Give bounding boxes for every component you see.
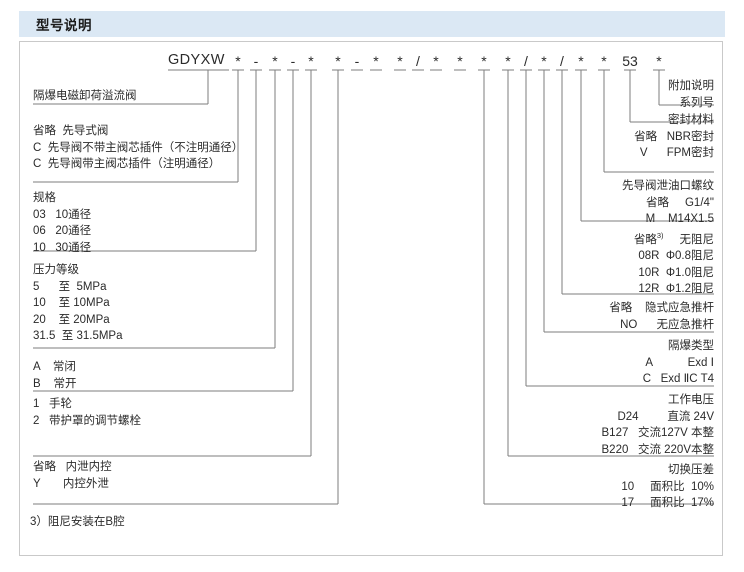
model-code-token: * [578,53,584,69]
group-adjust-type: 1 手轮 2 带护罩的调节螺栓 [33,396,141,429]
group-explosion-proof-type: 隔爆类型 A Exd Ⅰ C Exd ⅡC T4 [643,338,714,388]
model-code-prefix: GDYXW [168,52,225,68]
seal-material-line: V FPM密封 [639,147,714,159]
pilot-type-line: C 先导阀带主阀芯插件（注明通径） [33,158,221,170]
adjust-type-line: 1 手轮 [33,398,72,410]
pressure-rating-line: 压力等级 [33,264,79,276]
group-working-voltage: 工作电压 D24 直流 24V B127 交流127V 本整 B220 交流 220V… [602,392,715,458]
pilot-type-line: 省略 先导式阀 [33,125,109,137]
pressure-rating-line: 5 至 5MPa [33,280,107,293]
working-voltage-line: D24 直流 24V [617,410,714,423]
model-code-token: / [524,53,528,69]
model-code-token: * [335,53,341,69]
product-name-line: 隔爆电磁卸荷溢流阀 [33,90,137,102]
footnote-text: 3）阻尼安装在B腔 [30,516,125,528]
size-spec-line: 规格 [33,192,56,204]
group-additional-note: 附加说明 [668,78,714,95]
working-voltage-line: B127 交流127V 本整 [601,427,715,439]
model-code-token: - [290,53,296,69]
size-spec-line: 06 20通径 [33,225,92,237]
model-code-token: * [601,53,607,69]
explosion-proof-type-line: 隔爆类型 [668,340,714,352]
group-damping-orifice: 省略3) 无阻尼 08R Φ0.8阻尼 10R Φ1.0阻尼 12R Φ1.2阻尼 [634,228,714,298]
normally-state-line: B 常开 [33,377,77,390]
group-normally-state: A 常闭 B 常开 [33,359,76,392]
pressure-rating-line: 31.5 至 31.5MPa [33,330,123,342]
pressure-rating-line: 10 至 10MPa [33,297,110,309]
group-seal-material: 密封材料省略 NBR密封 V FPM密封 [634,112,714,162]
group-size-spec: 规格 03 10通径 06 20通径 10 30通径 [33,190,91,256]
adjust-type-line: 2 带护罩的调节螺栓 [33,414,141,427]
working-voltage-line: 工作电压 [668,394,714,406]
model-code-token: - [354,53,360,69]
pressure-rating-line: 20 至 20MPa [33,313,110,326]
model-code-token: * [457,53,463,69]
working-voltage-line: B220 交流 220V本整 [601,443,715,456]
seal-material-line: 密封材料 [668,114,714,126]
normally-state-line: A 常闭 [33,361,76,373]
model-code-token: * [272,53,278,69]
group-switch-pressure-diff: 切换压差 10 面积比 10% 17 面积比 17% [621,462,714,512]
group-emergency-pushrod: 省略 隐式应急推杆 NO 无应急推杆 [609,300,714,333]
group-product-name: 隔爆电磁卸荷溢流阀 [33,88,137,105]
emergency-pushrod-line: NO 无应急推杆 [620,318,714,331]
model-code-token: * [308,53,314,69]
group-pilot-drain-thread: 先导阀泄油口螺纹省略 G1/4" M M14X1.5 [622,178,714,228]
additional-note-line: 附加说明 [668,80,714,92]
model-code-token: / [560,53,564,69]
model-code-token: * [373,53,379,69]
footnote-block: 3）阻尼安装在B腔 [30,514,125,531]
drain-control-line: Y 内控外泄 [33,477,109,490]
model-code-token: / [416,53,420,69]
diagram-frame [19,41,723,556]
explosion-proof-type-line: C Exd ⅡC T4 [642,373,714,385]
model-code-token: * [505,53,511,69]
model-code-token: * [481,53,487,69]
size-spec-line: 03 10通径 [33,208,92,221]
pilot-type-line: C 先导阀不带主阀芯插件（不注明通径） [33,141,244,154]
model-code-row: GDYXW *-*-**-**/****/*/**53* [0,0,744,69]
damping-orifice-line: 10R Φ1.0阻尼 [638,266,714,279]
group-drain-control: 省略 内泄内控 Y 内控外泄 [33,459,112,492]
series-number-line: 系列号 [679,97,715,109]
group-pressure-rating: 压力等级 5 至 5MPa 10 至 10MPa 20 至 20MPa 31.5 至 3… [33,262,123,345]
pilot-drain-thread-line: 省略 G1/4" [646,196,714,209]
pilot-drain-thread-line: M M14X1.5 [645,213,714,225]
model-code-token: * [397,53,403,69]
group-series-number: 系列号 [680,95,715,112]
pilot-drain-thread-line: 先导阀泄油口螺纹 [622,180,714,192]
model-code-token: - [253,53,259,69]
switch-pressure-diff-line: 17 面积比 17% [621,497,714,509]
damping-orifice-line: 省略3) 无阻尼 [633,231,714,246]
model-code-token: 53 [622,53,638,69]
model-code-token: * [656,53,662,69]
model-code-token: * [235,53,241,69]
switch-pressure-diff-line: 切换压差 [668,464,714,476]
damping-orifice-line: 12R Φ1.2阻尼 [638,283,714,296]
model-code-token: * [433,53,439,69]
emergency-pushrod-line: 省略 隐式应急推杆 [609,302,714,314]
damping-orifice-line: 08R Φ0.8阻尼 [638,250,714,263]
section-header-bar: 型号说明 [19,11,725,37]
model-code-token: * [541,53,547,69]
size-spec-line: 10 30通径 [33,241,92,254]
switch-pressure-diff-line: 10 面积比 10% [621,480,714,493]
group-pilot-type: 省略 先导式阀 C 先导阀不带主阀芯插件（不注明通径） C 先导阀带主阀芯插件（注明… [33,123,243,173]
page-title: 型号说明 [36,18,92,33]
explosion-proof-type-line: A Exd Ⅰ [645,356,714,369]
seal-material-line: 省略 NBR密封 [634,130,714,143]
drain-control-line: 省略 内泄内控 [33,461,112,473]
